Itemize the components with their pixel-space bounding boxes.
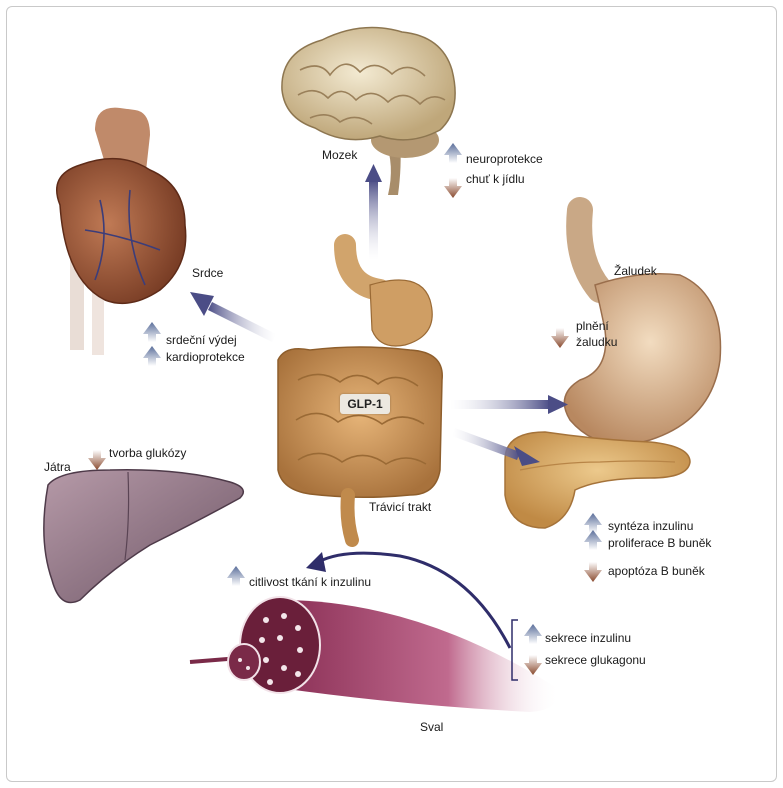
pathway-arrow-to-brain: [365, 164, 382, 260]
up-arrow-icon: [524, 624, 542, 644]
heart-label: Srdce: [192, 266, 224, 280]
stomach-label: Žaludek: [614, 264, 657, 278]
up-arrow-icon: [444, 143, 462, 163]
heart-effect-cardiac-output: srdeční výdej: [166, 333, 237, 347]
down-arrow-icon: [524, 655, 542, 675]
muscle-illustration: [189, 596, 560, 712]
liver-effect-glucose-production: tvorba glukózy: [109, 446, 187, 460]
down-arrow-icon: [444, 178, 462, 198]
pancreas-secretion-bracket: [511, 619, 518, 681]
stomach-effect-line1: plnění: [576, 319, 609, 333]
pancreas-effect-insulin-synthesis: syntéza inzulinu: [608, 519, 694, 533]
brain-label: Mozek: [322, 148, 358, 162]
glp1-label: GLP-1: [340, 394, 390, 414]
brain-effect-neuroprotection: neuroprotekce: [466, 152, 543, 166]
down-arrow-icon: [551, 328, 569, 348]
up-arrow-icon: [584, 530, 602, 550]
pancreas-effect-b-cell-proliferation: proliferace B buněk: [608, 536, 712, 550]
brain-effect-appetite: chuť k jídlu: [466, 172, 525, 186]
up-arrow-icon: [143, 322, 161, 342]
muscle-label: Sval: [420, 720, 444, 734]
brain-illustration: [281, 26, 456, 195]
up-arrow-icon: [143, 346, 161, 366]
pancreas-effect-insulin-secretion: sekrece inzulinu: [545, 631, 632, 645]
down-arrow-icon: [88, 450, 106, 470]
pancreas-effect-b-cell-apoptosis: apoptóza B buněk: [608, 564, 705, 578]
up-arrow-icon: [227, 566, 245, 586]
up-arrow-icon: [584, 513, 602, 533]
liver-illustration: [43, 469, 245, 604]
digestive-tract-illustration: [277, 234, 443, 547]
down-arrow-icon: [584, 562, 602, 582]
pancreas-effect-glucagon-secretion: sekrece glukagonu: [545, 653, 646, 667]
pathway-arrow-to-stomach: [450, 395, 568, 414]
heart-illustration: [56, 107, 187, 355]
pathway-arrow-to-muscle: [306, 551, 512, 649]
digestive-tract-label: Trávicí trakt: [369, 500, 432, 514]
heart-effect-cardioprotection: kardioprotekce: [166, 350, 245, 364]
muscle-effect-insulin-sensitivity: citlivost tkání k inzulinu: [249, 575, 372, 589]
pancreas-illustration: [504, 431, 691, 529]
stomach-effect-line2: žaludku: [576, 335, 618, 349]
pathway-arrow-to-pancreas: [452, 428, 540, 466]
pathway-arrow-to-heart: [190, 292, 276, 342]
liver-label: Játra: [44, 460, 71, 474]
